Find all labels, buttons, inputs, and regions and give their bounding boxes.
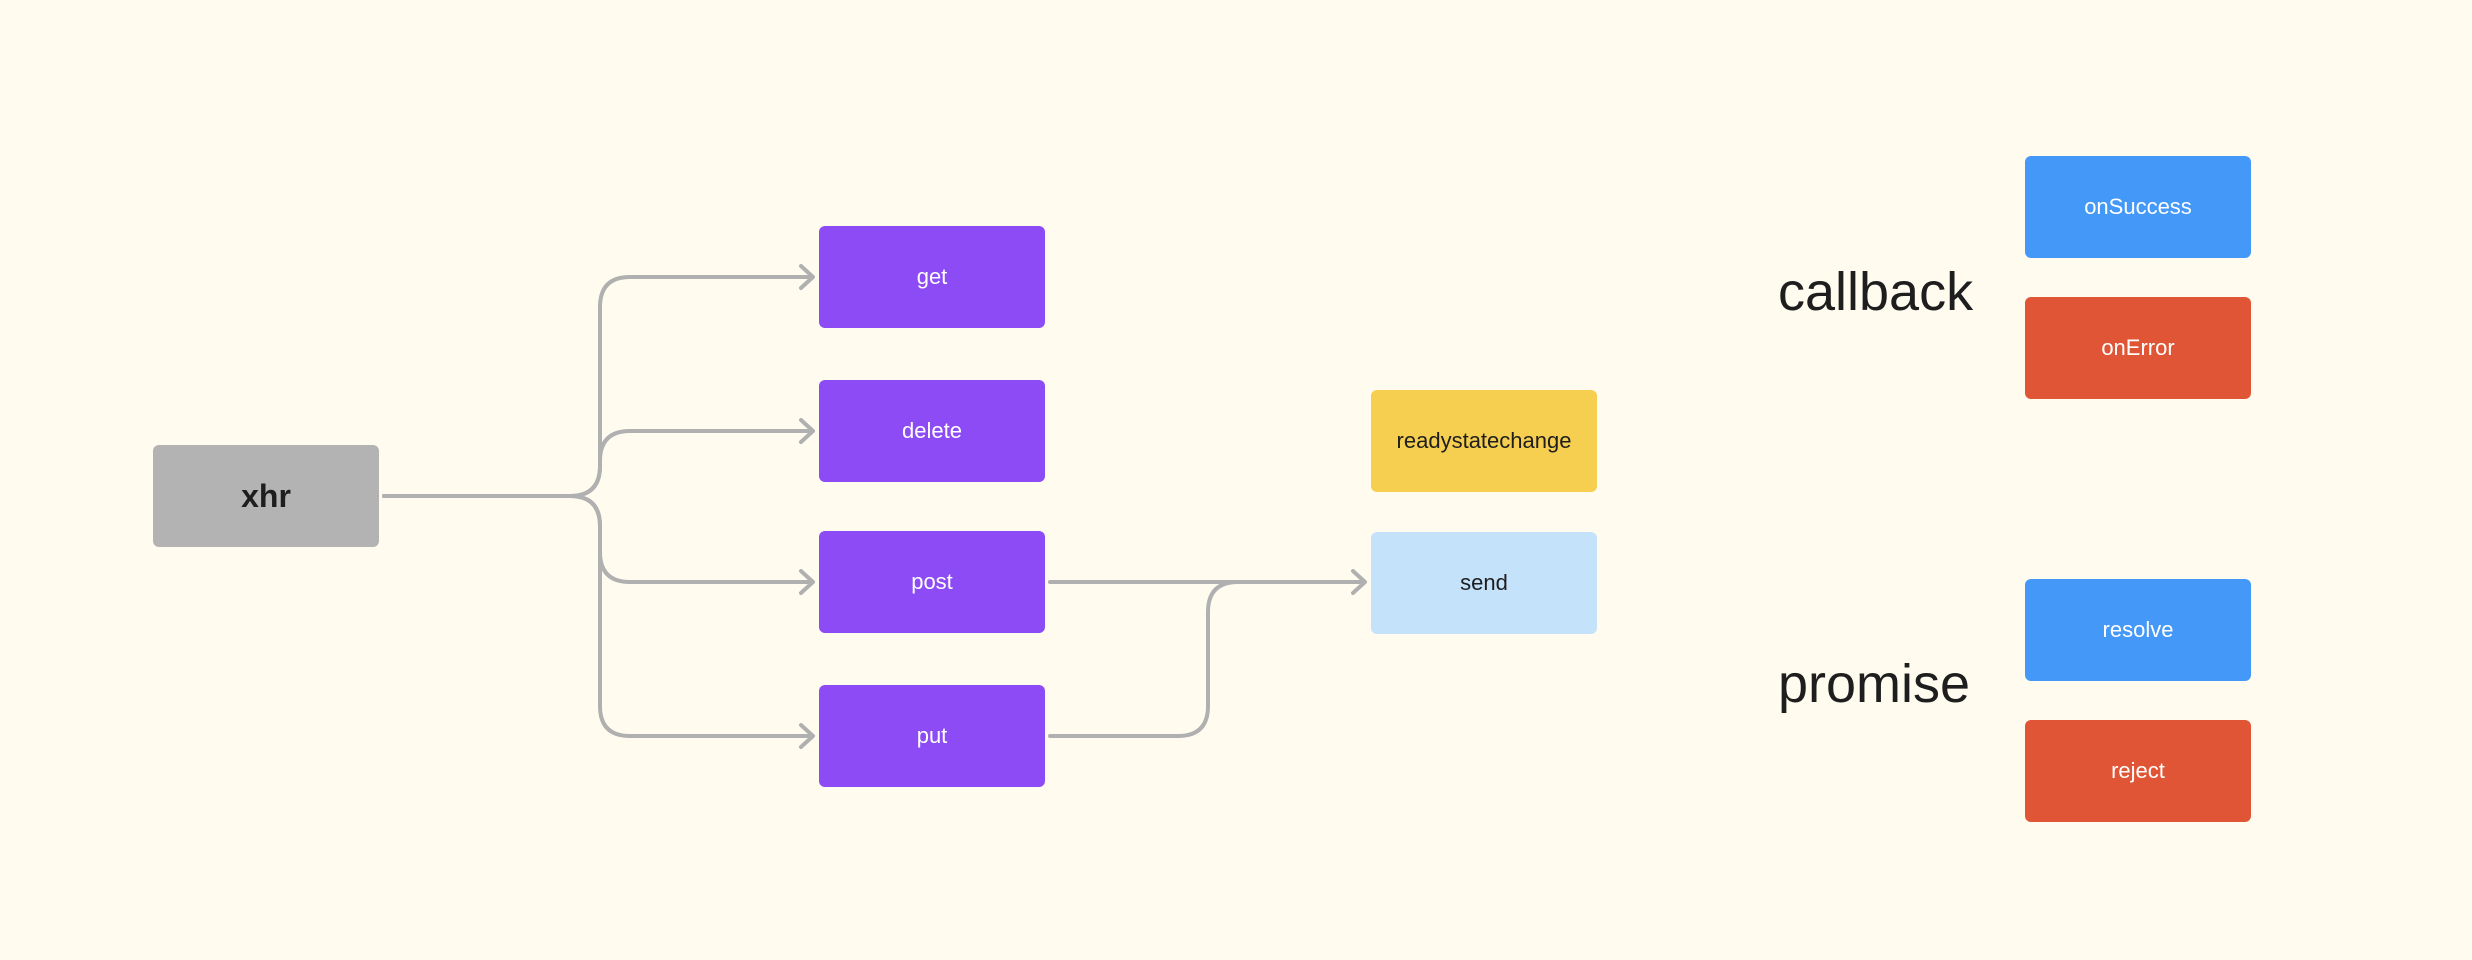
onsuccess-label: onSuccess bbox=[2084, 194, 2192, 219]
send-label: send bbox=[1460, 570, 1508, 595]
post-label: post bbox=[911, 569, 953, 594]
onsuccess-node: onSuccess bbox=[2025, 156, 2251, 258]
arrowhead-post bbox=[799, 569, 815, 595]
onerror-node: onError bbox=[2025, 297, 2251, 399]
arrowhead-delete bbox=[799, 418, 815, 444]
delete-node: delete bbox=[819, 380, 1045, 482]
send-node: send bbox=[1371, 532, 1597, 634]
callback-group-label: callback bbox=[1778, 262, 1974, 322]
reject-label: reject bbox=[2111, 758, 2165, 783]
edge-xhr-to-delete bbox=[382, 429, 814, 498]
get-label: get bbox=[916, 264, 948, 289]
arrowhead-get bbox=[799, 264, 815, 290]
get-node: get bbox=[819, 226, 1045, 328]
put-label: put bbox=[916, 723, 948, 748]
promise-group-label: promise bbox=[1778, 654, 1971, 714]
readystatechange-node: readystatechange bbox=[1371, 390, 1597, 492]
readystatechange-label: readystatechange bbox=[1396, 428, 1572, 453]
onerror-label: onError bbox=[2101, 335, 2175, 360]
xhr-node: xhr bbox=[153, 445, 379, 547]
xhr-label: xhr bbox=[241, 477, 291, 514]
delete-label: delete bbox=[902, 418, 962, 443]
post-node: post bbox=[819, 531, 1045, 633]
reject-node: reject bbox=[2025, 720, 2251, 822]
put-node: put bbox=[819, 685, 1045, 787]
arrowhead-send bbox=[1351, 569, 1367, 595]
edge-xhr-to-put bbox=[382, 494, 814, 738]
resolve-node: resolve bbox=[2025, 579, 2251, 681]
arrowhead-put bbox=[799, 723, 815, 749]
resolve-label: resolve bbox=[2102, 617, 2174, 642]
edge-put-to-send bbox=[1048, 580, 1366, 738]
